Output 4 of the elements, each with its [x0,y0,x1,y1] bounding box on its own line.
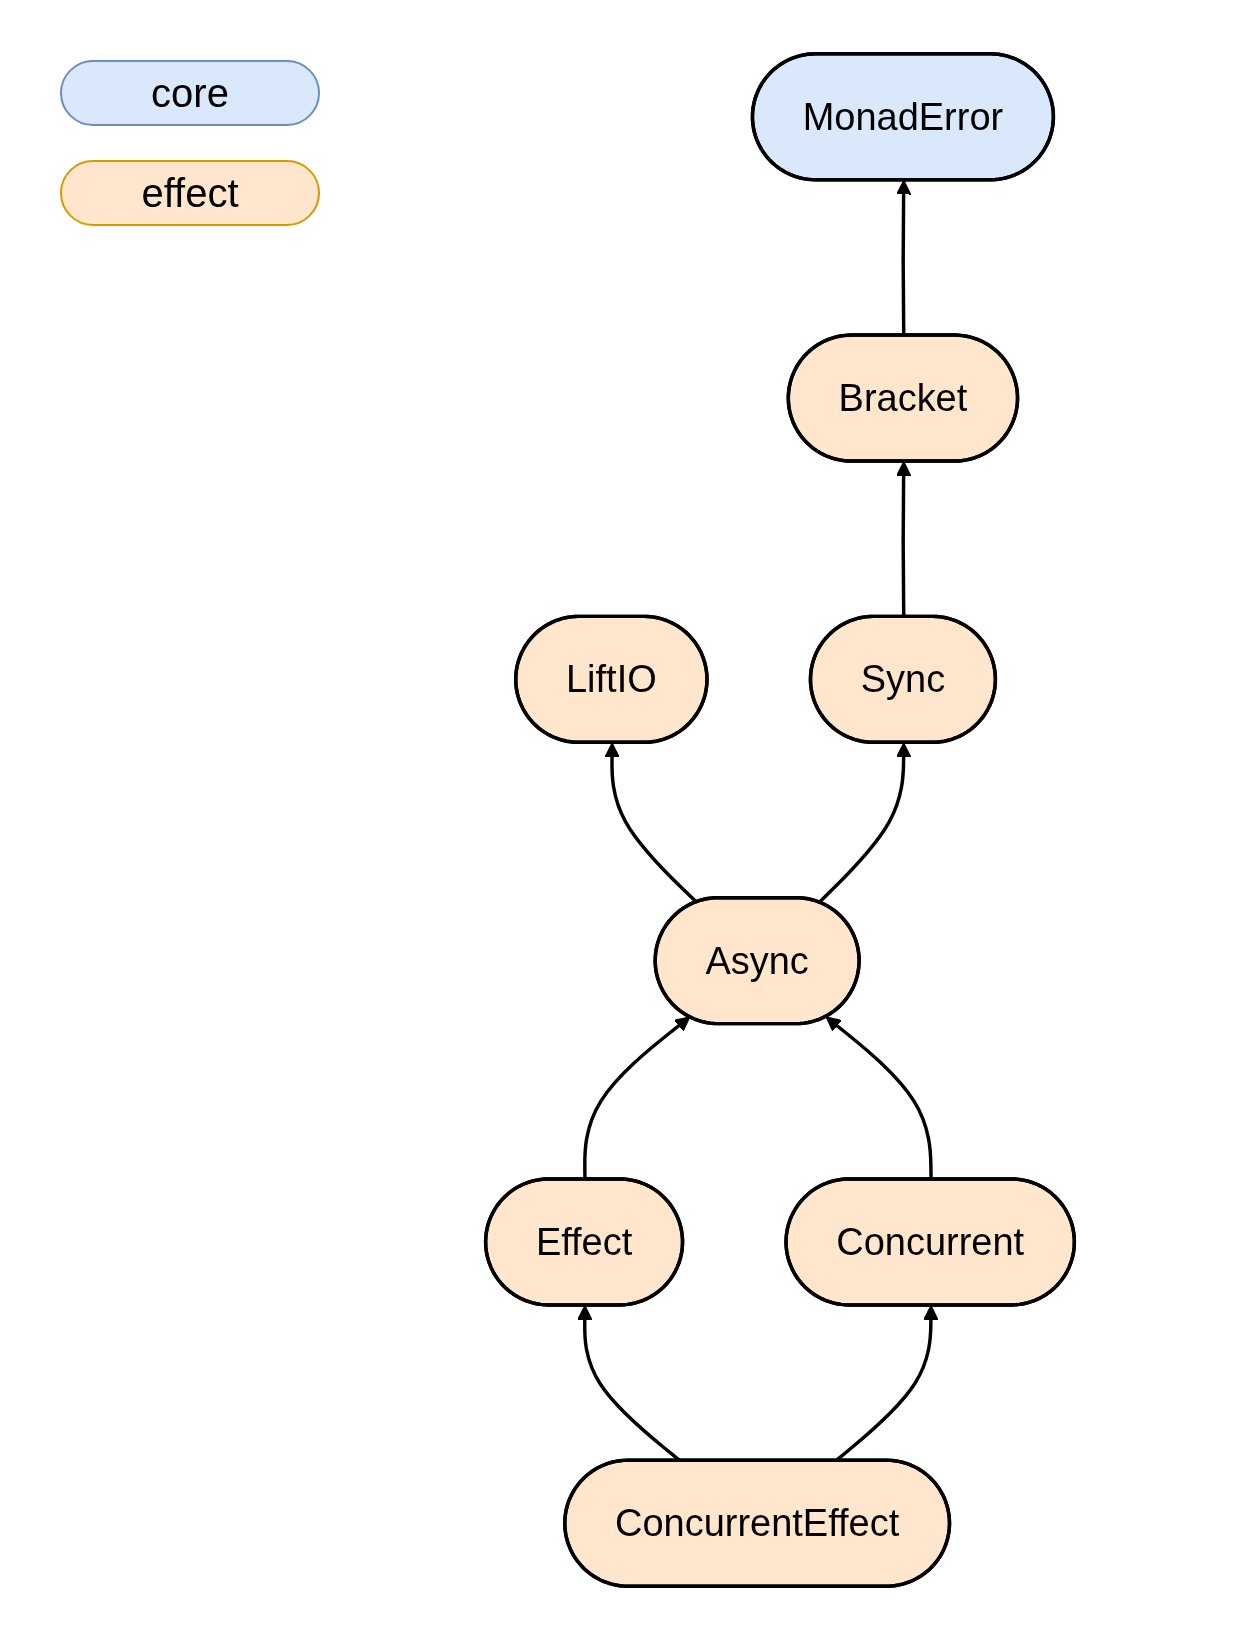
arrow [896,179,912,336]
legend-swatch: effect [60,160,320,226]
arrow [817,742,912,904]
legend-swatch: core [60,60,320,126]
